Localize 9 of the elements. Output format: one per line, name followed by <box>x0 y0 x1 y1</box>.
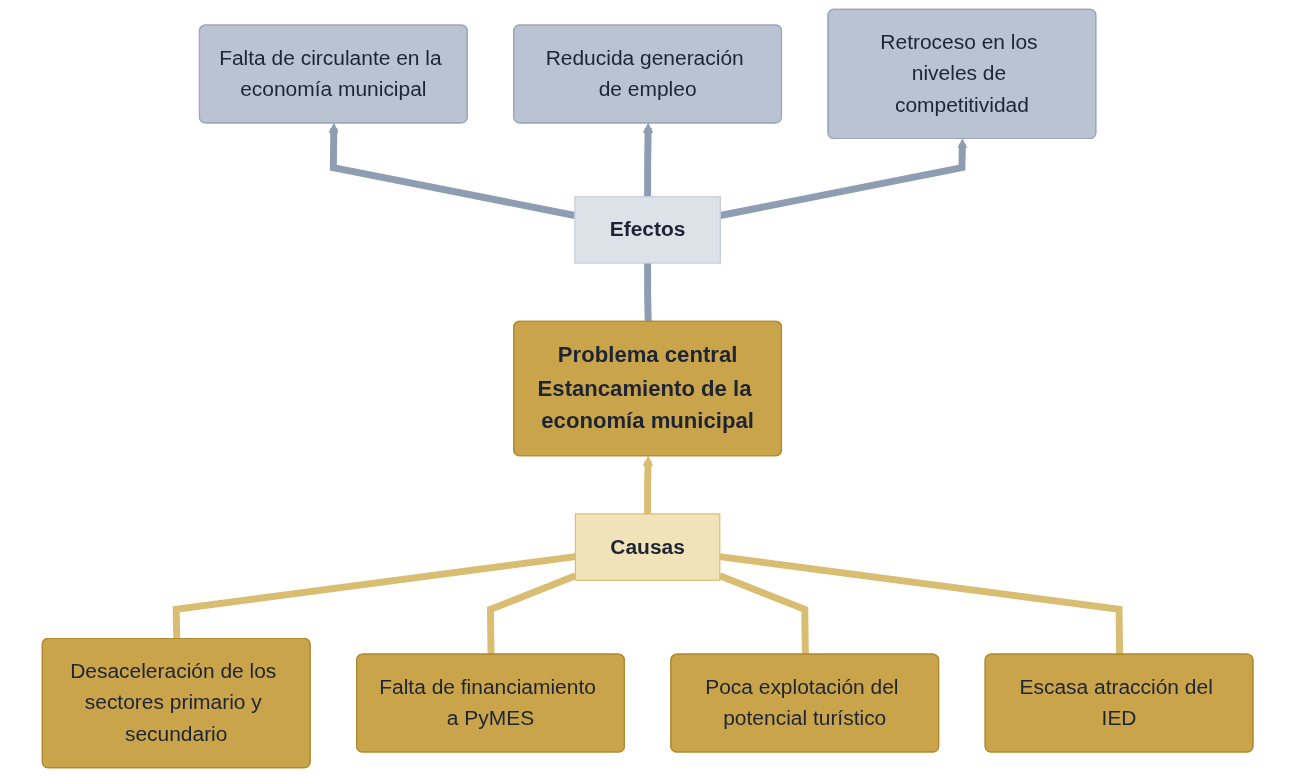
connector <box>644 263 653 322</box>
arrow <box>643 122 654 197</box>
connector <box>719 553 1124 655</box>
node-box: Causas <box>575 513 721 581</box>
node-box: Efectos <box>574 196 722 264</box>
connector <box>718 572 810 655</box>
arrow <box>643 455 654 514</box>
arrow <box>720 138 968 219</box>
arrow <box>329 122 576 219</box>
